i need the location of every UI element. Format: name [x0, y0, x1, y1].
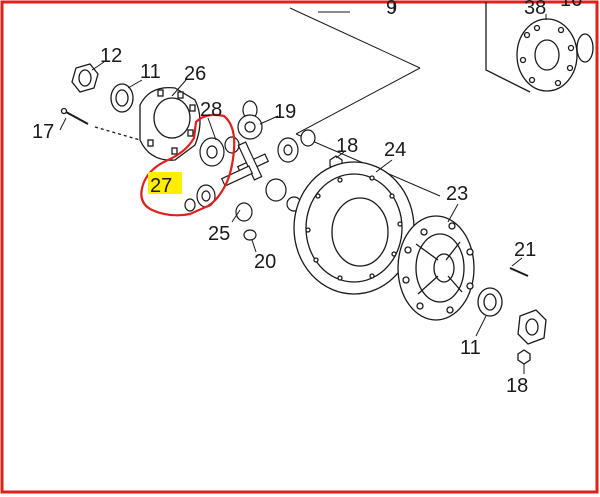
highlight-outline-27 [140, 113, 236, 217]
leader-lines [59, 2, 547, 374]
callout-21: 21 [514, 239, 536, 261]
callout-20: 20 [254, 251, 276, 273]
callout-18-top: 18 [336, 135, 358, 157]
flange-38 [485, 2, 594, 93]
callout-17: 17 [32, 121, 54, 143]
callout-28: 28 [200, 99, 222, 121]
case-half-23 [397, 215, 529, 321]
left-assembly [60, 63, 201, 161]
callout-38: 38 [524, 0, 546, 19]
callout-26: 26 [184, 63, 206, 85]
callout-24: 24 [384, 139, 406, 161]
ring-gear-24 [293, 161, 415, 295]
callout-16: 16 [560, 0, 582, 11]
callout-18-bottom: 18 [506, 375, 528, 397]
lower-right-parts [477, 287, 547, 365]
spider-gear-set [184, 100, 343, 241]
highlight-marker-27 [148, 172, 182, 194]
callout-labels: 9 38 16 12 11 26 28 19 17 18 24 27 23 25… [32, 0, 582, 397]
callout-12: 12 [100, 45, 122, 67]
callout-11-top: 11 [140, 61, 161, 83]
callout-25: 25 [208, 223, 230, 245]
callout-9: 9 [386, 0, 397, 19]
callout-19: 19 [274, 101, 296, 123]
callout-23: 23 [446, 183, 468, 205]
callout-27: 27 [150, 175, 172, 197]
callout-11-bottom: 11 [460, 337, 481, 359]
